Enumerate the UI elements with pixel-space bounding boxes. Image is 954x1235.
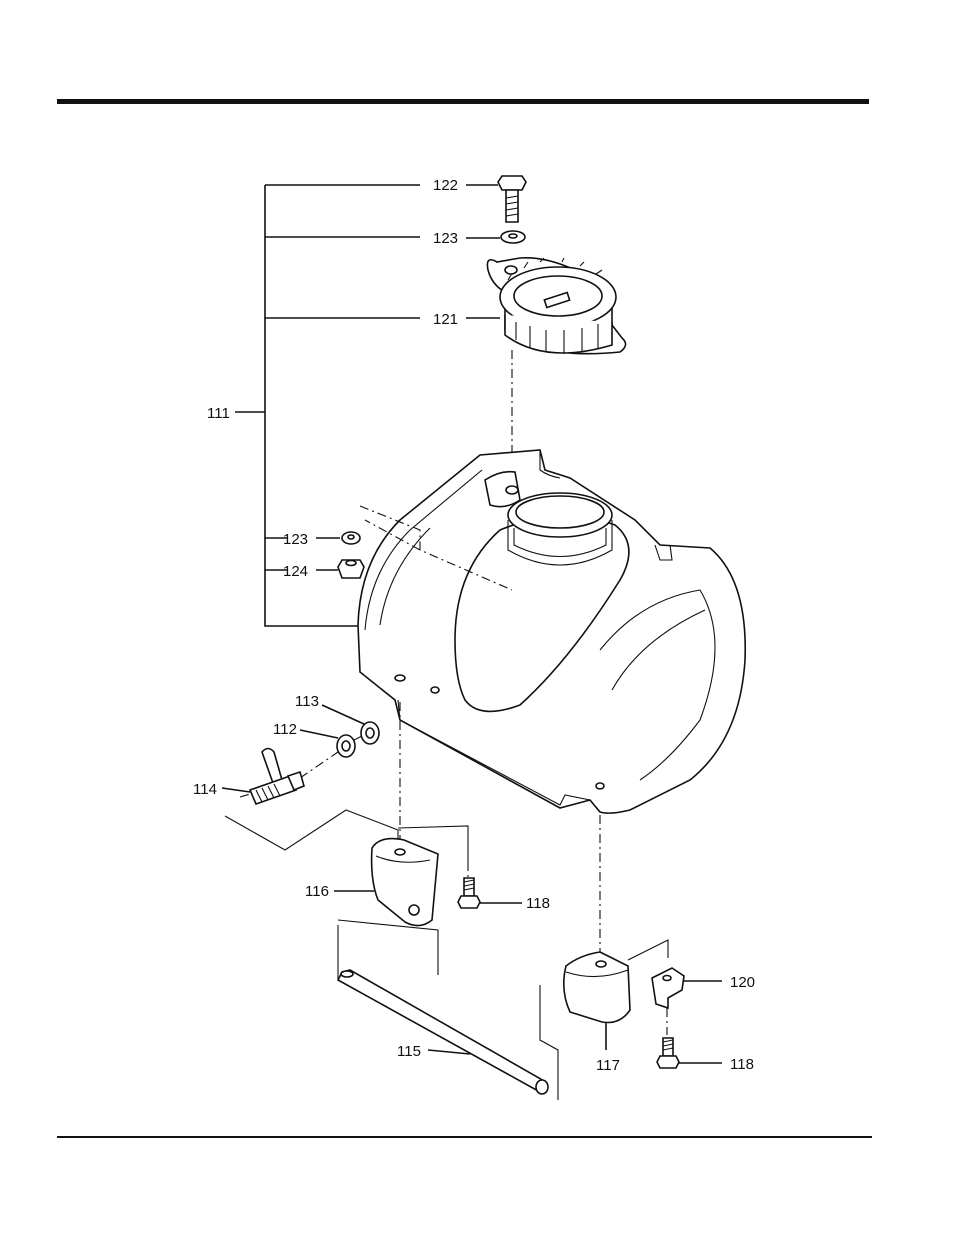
bolt-122-icon — [466, 176, 526, 222]
rod-115-icon — [338, 970, 548, 1094]
part-label-123-bottom: 123 — [283, 531, 308, 548]
part-label-123-top: 123 — [433, 230, 458, 247]
screw-118-top-icon — [458, 878, 522, 908]
part-label-117: 117 — [596, 1057, 620, 1074]
washer-123-top-icon — [466, 231, 525, 243]
nut-124-icon — [316, 560, 364, 578]
washer-112-icon — [300, 730, 355, 757]
part-label-116: 116 — [305, 883, 329, 900]
part-label-121: 121 — [433, 311, 458, 328]
fuel-tank-111-icon — [358, 450, 745, 813]
footer-rule — [57, 1136, 872, 1138]
part-label-112: 112 — [273, 721, 297, 738]
fuel-cock-114-icon — [222, 749, 304, 805]
part-label-122: 122 — [433, 177, 458, 194]
screw-118-bottom-icon — [657, 1038, 722, 1068]
part-label-111: 111 — [207, 405, 230, 422]
tank-cap-121-icon — [466, 258, 626, 354]
part-label-118-bottom: 118 — [730, 1056, 754, 1073]
part-label-114: 114 — [193, 781, 217, 798]
part-label-118-top: 118 — [526, 895, 550, 912]
part-label-124: 124 — [283, 563, 308, 580]
bracket-120-icon — [652, 968, 722, 1008]
part-label-120: 120 — [730, 974, 755, 991]
mount-117-icon — [564, 940, 668, 1050]
washer-123-bottom-icon — [316, 532, 360, 544]
part-label-113: 113 — [295, 693, 319, 710]
mount-116-icon — [334, 839, 438, 926]
part-label-115: 115 — [397, 1043, 421, 1060]
